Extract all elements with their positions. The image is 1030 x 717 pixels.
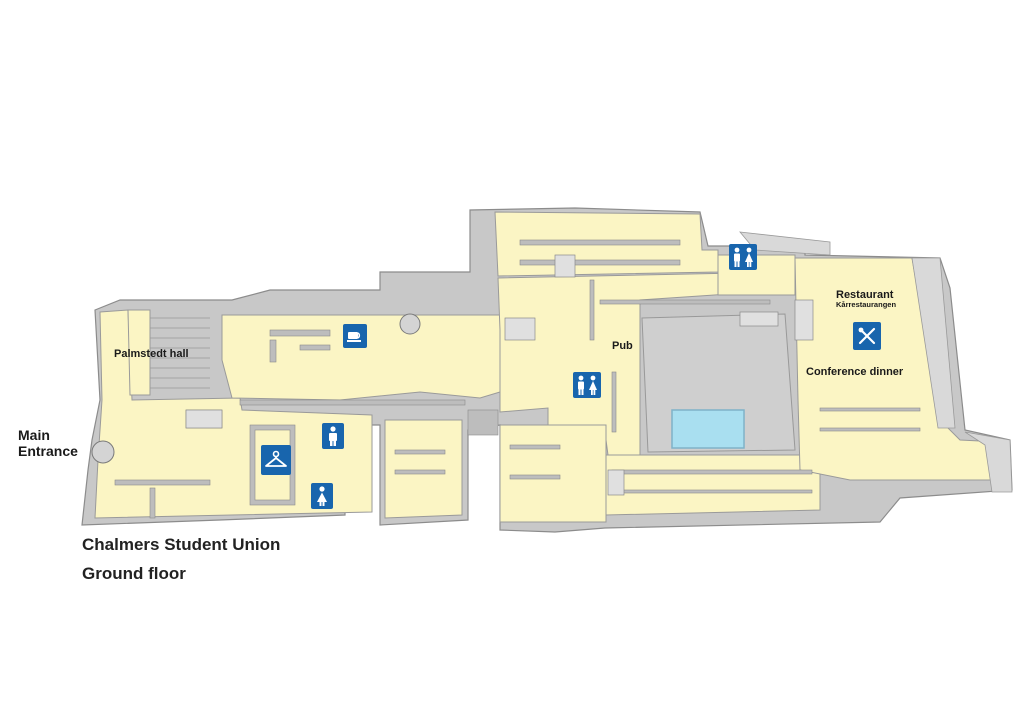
- main-entrance-label-1: Main: [18, 427, 50, 443]
- toilet-female-icon: [311, 483, 333, 509]
- courtyard: [641, 313, 796, 453]
- map-title: Chalmers Student Union: [82, 535, 281, 554]
- coffee-icon: [343, 324, 367, 348]
- conference-dinner-label: Conference dinner: [806, 366, 904, 378]
- main-entrance-label-2: Entrance: [18, 443, 78, 459]
- revolving-door: [91, 440, 115, 464]
- pool: [671, 409, 745, 449]
- restaurant-sub-label: Kårrestaurangen: [836, 300, 896, 309]
- stairs: [185, 254, 814, 496]
- round-features: [91, 313, 421, 464]
- toilets-icon-upper: [729, 244, 757, 270]
- palmstedt-hall-label: Palmstedt hall: [114, 348, 189, 360]
- round-pillar: [399, 313, 421, 335]
- toilet-male-icon: [322, 423, 344, 449]
- map-subtitle: Ground floor: [82, 564, 186, 583]
- toilets-icon: [573, 372, 601, 398]
- restaurant-label: Restaurant: [836, 289, 894, 301]
- restaurant-edge-stairs: [739, 231, 1013, 493]
- hall-seating: [150, 317, 210, 389]
- restaurant-cutlery-icon: [853, 322, 881, 350]
- wardrobe-hanger-icon: [261, 445, 291, 475]
- pub-label: Pub: [612, 340, 633, 352]
